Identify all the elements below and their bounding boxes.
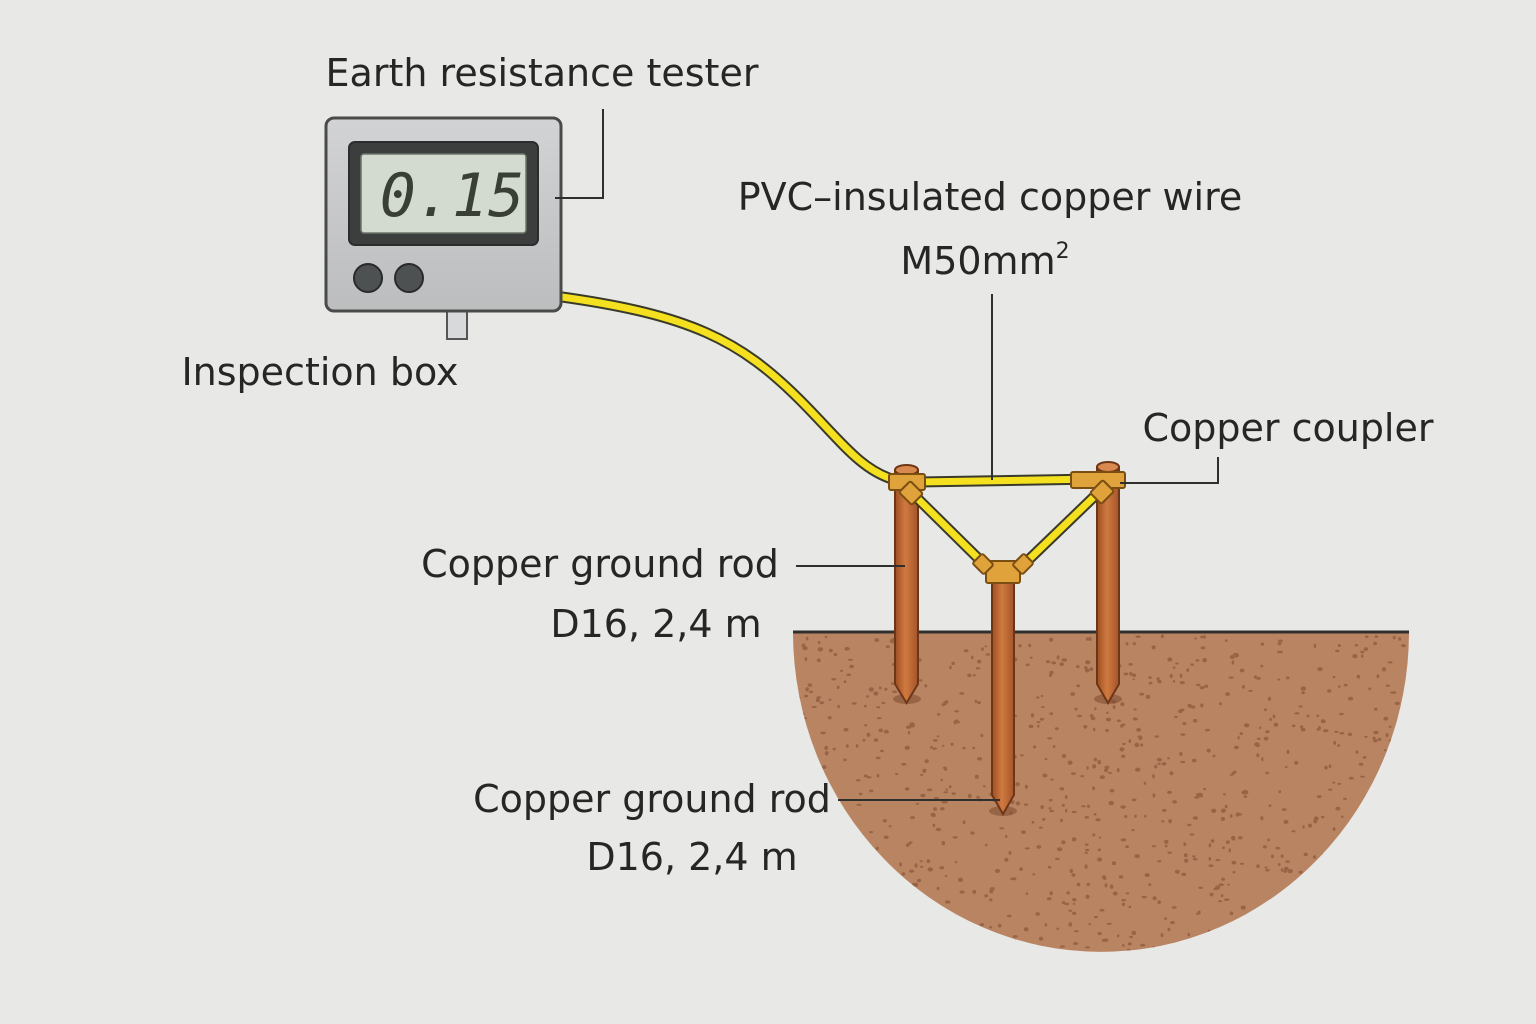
label-wire-line1: PVC–insulated copper wire [738,175,1243,219]
label-wire-line2: M50mm2 [900,239,1069,283]
ground-rod-right [1096,461,1120,705]
tester-button-left[interactable] [353,263,383,293]
label-rod-upper-line1: Copper ground rod [421,542,779,586]
lcd-reading: 0.15 [380,161,525,231]
tester-button-right[interactable] [394,263,424,293]
label-tester: Earth resistance tester [326,51,759,95]
leader-lines [555,109,1219,801]
label-wire-size: M50mm [900,239,1055,283]
earth-resistance-tester: 0.15 [324,116,563,340]
label-rod-upper-line2: D16, 2,4 m [550,602,761,646]
label-rod-lower-line2: D16, 2,4 m [586,835,797,879]
label-wire-sup: 2 [1056,239,1070,264]
pvc-copper-wire [556,291,1107,576]
ground-rod-center [991,562,1015,816]
label-inspection-box: Inspection box [181,350,458,394]
copper-couplers [888,471,1126,584]
ground-rod-left [894,464,919,705]
label-rod-lower-line1: Copper ground rod [473,777,831,821]
label-coupler: Copper coupler [1142,406,1433,450]
